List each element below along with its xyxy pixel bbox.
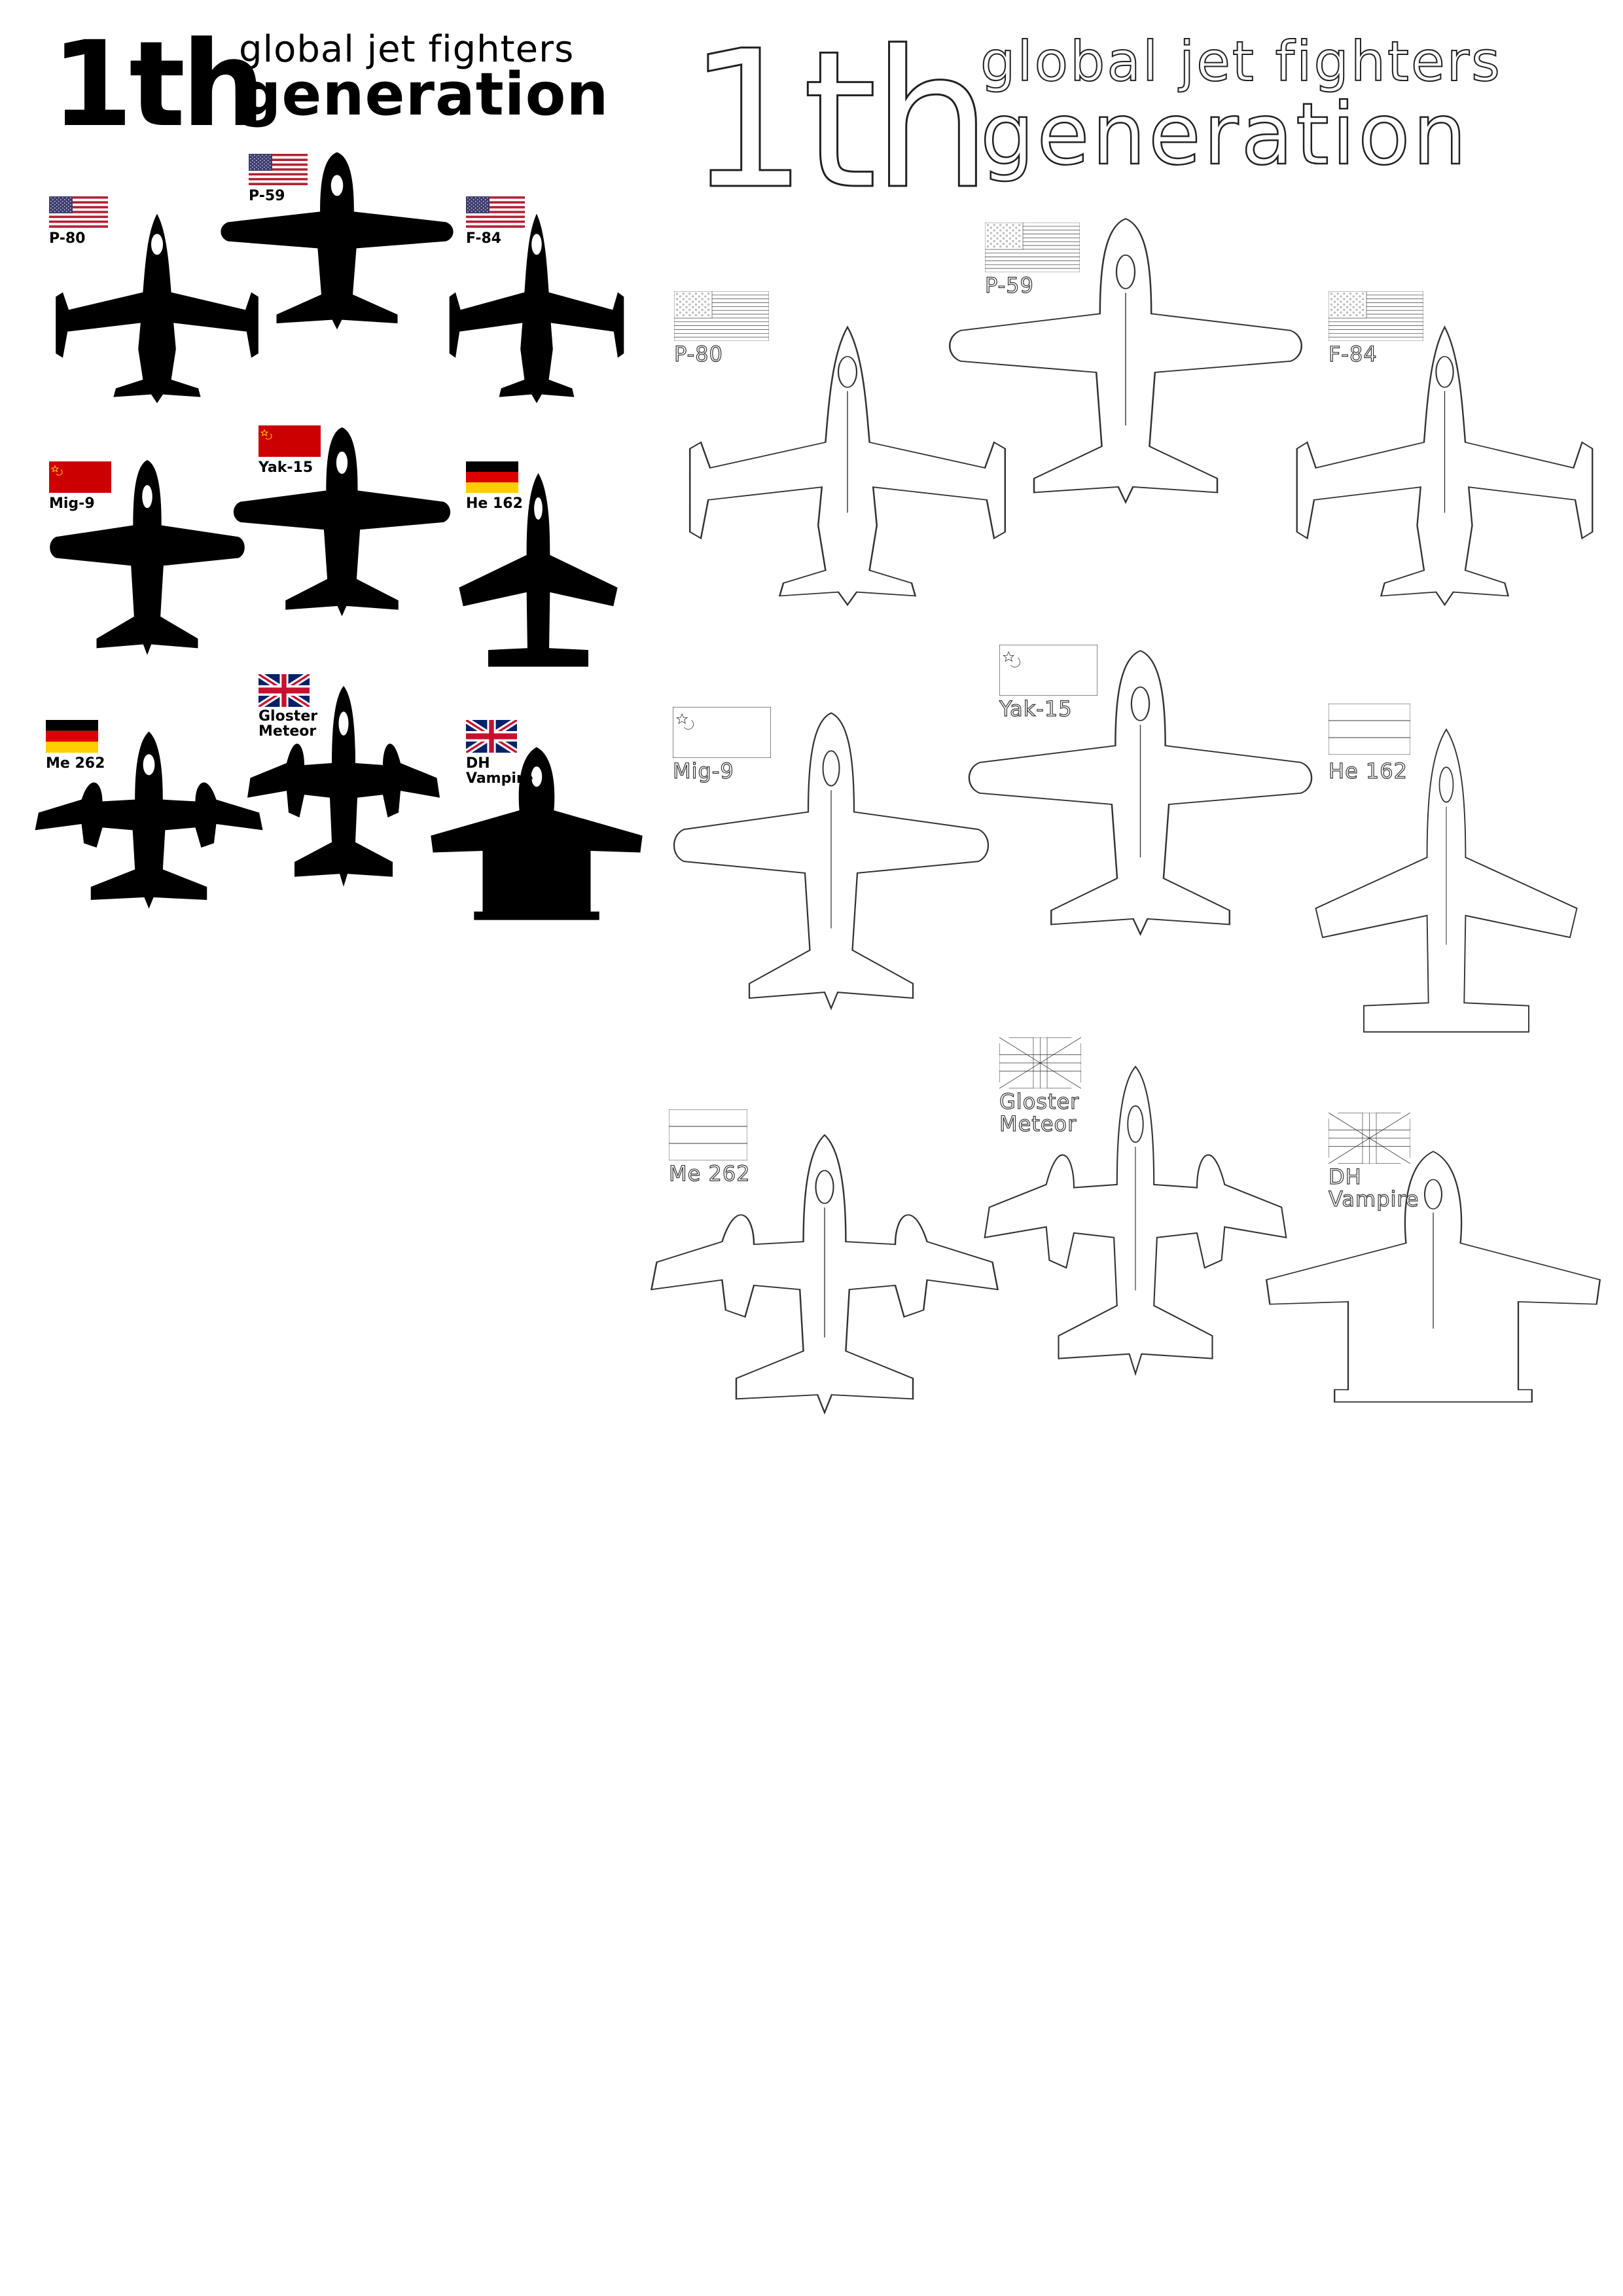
aircraft-label-yak15-fill: Yak-15 (259, 459, 313, 476)
aircraft-yak15-outline (962, 648, 1319, 962)
aircraft-p80-outline (664, 321, 1031, 609)
aircraft-p59-outline (942, 216, 1309, 530)
poster-title-number: 1th (51, 16, 265, 153)
uk-flag-icon (466, 720, 517, 753)
aircraft-label-he162-outline: He 162 (1328, 759, 1408, 783)
aircraft-label-vampire-fill: DH Vampire (466, 755, 533, 787)
aircraft-label-mig9-outline: Mig-9 (672, 759, 734, 783)
poster-title-line2-outline: generation (980, 84, 1470, 184)
aircraft-p80-fill (39, 209, 275, 406)
aircraft-label-f84-outline: F-84 (1328, 342, 1378, 367)
aircraft-yak15-fill (229, 425, 455, 635)
aircraft-label-p80-fill: P-80 (49, 230, 86, 247)
germany-flag-icon (1329, 704, 1410, 755)
ussr-flag-icon (259, 425, 321, 457)
germany-flag-icon (669, 1109, 747, 1160)
aircraft-label-p59-fill: P-59 (249, 188, 285, 204)
aircraft-me262-fill (33, 730, 265, 926)
aircraft-label-he162-fill: He 162 (466, 495, 523, 512)
aircraft-mig9-outline (668, 710, 995, 1037)
germany-flag-icon (46, 720, 98, 753)
usa-flag-icon (674, 291, 769, 341)
usa-flag-icon (49, 196, 108, 228)
aircraft-label-p80-outline: P-80 (673, 342, 723, 367)
aircraft-label-yak15-outline: Yak-15 (999, 696, 1073, 721)
uk-flag-icon (259, 674, 310, 707)
aircraft-label-p59-outline: P-59 (984, 273, 1034, 298)
ussr-flag-icon (673, 707, 771, 758)
aircraft-label-f84-fill: F-84 (466, 230, 502, 247)
aircraft-f84-outline (1273, 321, 1616, 609)
aircraft-meteor-fill (245, 684, 442, 906)
poster-title-number-outline: 1th (686, 10, 993, 231)
aircraft-vampire-outline (1263, 1145, 1603, 1420)
aircraft-he162-outline (1309, 726, 1584, 1054)
silhouette-panel: 1th global jet fighters generation P-80 P… (0, 0, 654, 949)
uk-flag-icon (1329, 1113, 1410, 1164)
aircraft-label-meteor-outline: Gloster Meteor (999, 1089, 1080, 1136)
usa-flag-icon (1329, 291, 1423, 341)
ussr-flag-icon (999, 645, 1097, 696)
poster-title-line1: global jet fighters (239, 28, 575, 71)
outline-panel: 1th global jet fighters generation P-80 P… (648, 0, 1623, 1479)
aircraft-me262-outline (648, 1132, 1001, 1440)
aircraft-mig9-fill (46, 458, 249, 674)
aircraft-he162-fill (455, 471, 622, 681)
aircraft-label-me262-outline: Me 262 (668, 1161, 751, 1186)
usa-flag-icon (249, 154, 308, 185)
aircraft-vampire-fill (429, 743, 645, 933)
aircraft-meteor-outline (982, 1064, 1289, 1404)
aircraft-label-vampire-outline: DH Vampire (1328, 1164, 1419, 1211)
aircraft-label-mig9-fill: Mig-9 (49, 495, 95, 512)
aircraft-f84-fill (435, 209, 638, 406)
usa-flag-icon (466, 196, 525, 228)
germany-flag-icon (466, 461, 518, 493)
aircraft-label-me262-fill: Me 262 (46, 755, 105, 772)
usa-flag-icon (985, 223, 1080, 272)
aircraft-label-meteor-fill: Gloster Meteor (259, 708, 318, 740)
poster-title-line1-outline: global jet fighters (980, 29, 1502, 94)
aircraft-p59-fill (216, 151, 458, 347)
poster-title-line2: generation (239, 60, 609, 129)
ussr-flag-icon (49, 461, 111, 493)
uk-flag-icon (999, 1037, 1081, 1088)
